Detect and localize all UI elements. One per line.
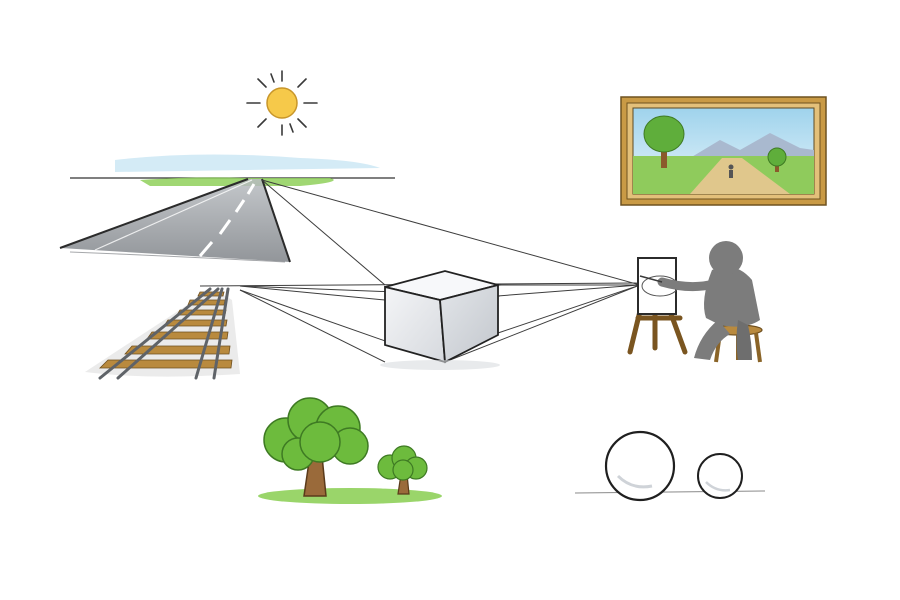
sun-icon <box>246 70 318 136</box>
framed-landscape-painting <box>620 96 827 206</box>
perspective-guide-lines <box>199 179 646 363</box>
large-and-small-circles <box>574 430 766 502</box>
railway-tracks <box>85 287 240 380</box>
painter-at-easel <box>627 241 763 363</box>
two-point-perspective-cube <box>380 270 502 370</box>
road-vanishing-point <box>59 154 395 263</box>
large-and-small-trees <box>258 397 442 504</box>
